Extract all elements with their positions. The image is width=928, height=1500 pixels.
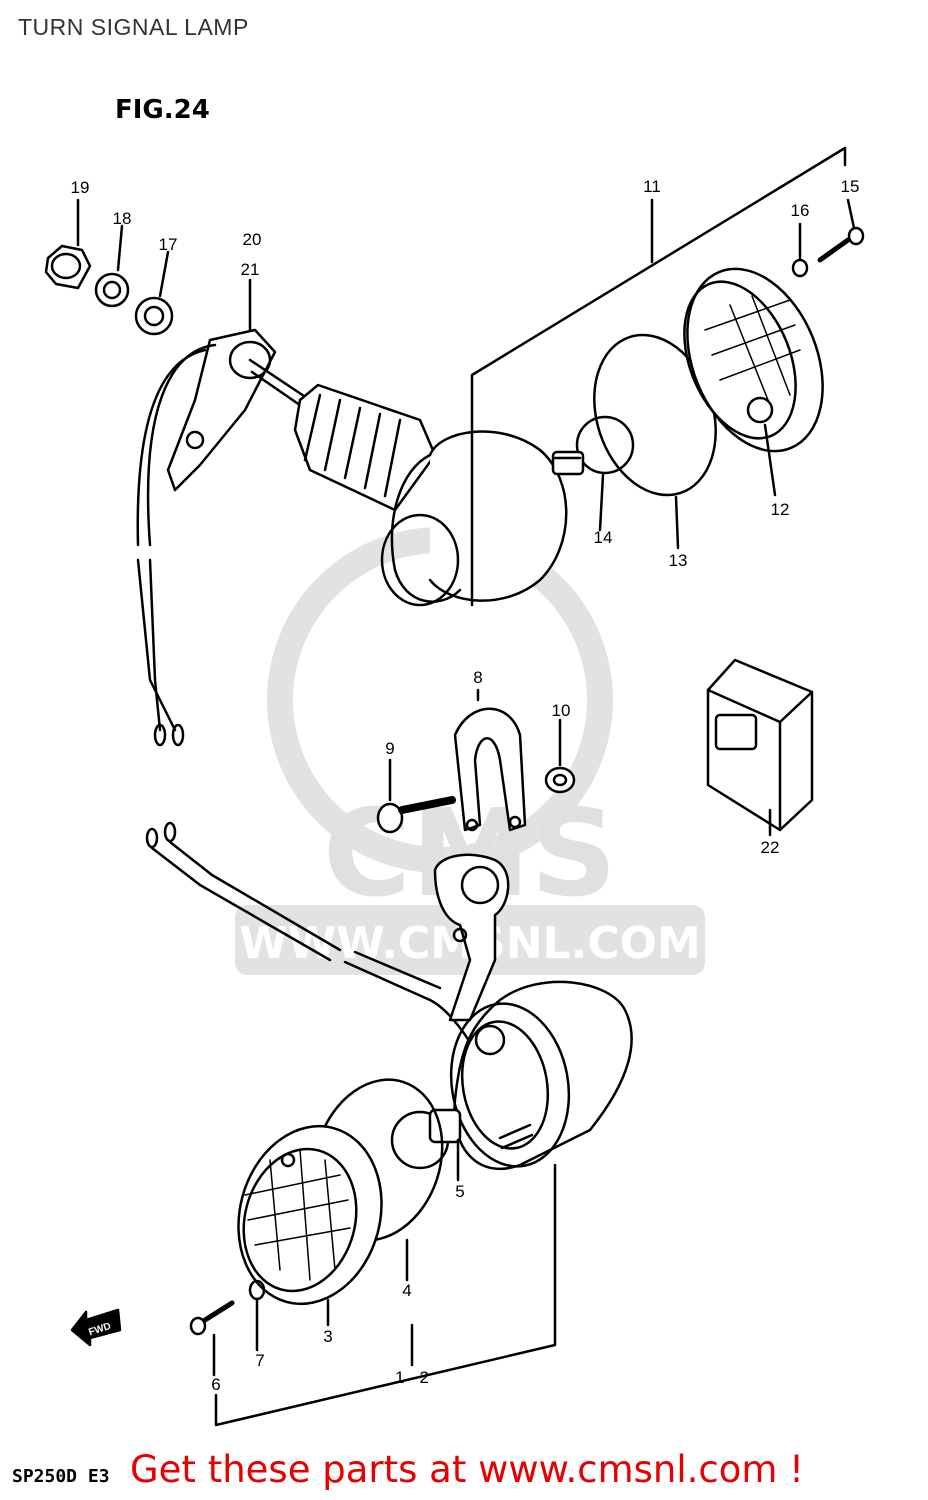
clamp-8 (453, 707, 527, 832)
callout-8: 8 (473, 668, 482, 687)
washer-16 (791, 258, 809, 278)
nut-19 (44, 244, 92, 290)
callout-3: 3 (323, 1327, 332, 1346)
callout-1-2: 1 · 2 (395, 1368, 429, 1387)
callout-20: 20 (243, 230, 262, 249)
lamp-housing-upper (293, 383, 568, 607)
callout-11: 11 (643, 177, 661, 196)
figure-label: FIG.24 (115, 95, 210, 125)
lens-12 (683, 267, 824, 453)
callout-7: 7 (255, 1351, 264, 1370)
screw-6 (189, 1300, 235, 1336)
page-title: TURN SIGNAL LAMP (18, 14, 249, 40)
lens-3 (237, 1124, 383, 1306)
callout-6: 6 (211, 1375, 220, 1394)
callout-5: 5 (455, 1182, 464, 1201)
relay-22 (706, 658, 814, 832)
screw-15 (817, 226, 865, 263)
callout-19: 19 (71, 178, 90, 197)
lock-washer-18 (94, 272, 130, 308)
callout-12: 12 (771, 500, 790, 519)
bulb-14 (551, 415, 635, 476)
model-code: SP250D E3 (12, 1466, 110, 1487)
callout-14: 14 (594, 528, 613, 547)
callout-10: 10 (552, 701, 571, 720)
callout-9: 9 (385, 739, 394, 758)
nut-10 (544, 766, 576, 794)
callout-15: 15 (841, 177, 860, 196)
bulb-5 (390, 1108, 462, 1170)
footer-link-text[interactable]: Get these parts at www.cmsnl.com ! (130, 1448, 805, 1491)
callout-13: 13 (669, 551, 688, 570)
callout-17: 17 (159, 235, 178, 254)
bracket-20-21 (166, 328, 312, 492)
cable-upper (136, 343, 217, 747)
callout-4: 4 (402, 1281, 411, 1300)
bolt-9 (376, 796, 456, 834)
stay-bracket-lower (433, 853, 510, 1022)
callout-18: 18 (113, 209, 132, 228)
callout-16: 16 (791, 201, 810, 220)
forward-arrow-icon: FWD (70, 1308, 122, 1347)
callout-21: 21 (241, 260, 260, 279)
washer-17 (134, 296, 174, 336)
callout-22: 22 (761, 838, 780, 857)
lamp-housing-lower (449, 980, 633, 1171)
